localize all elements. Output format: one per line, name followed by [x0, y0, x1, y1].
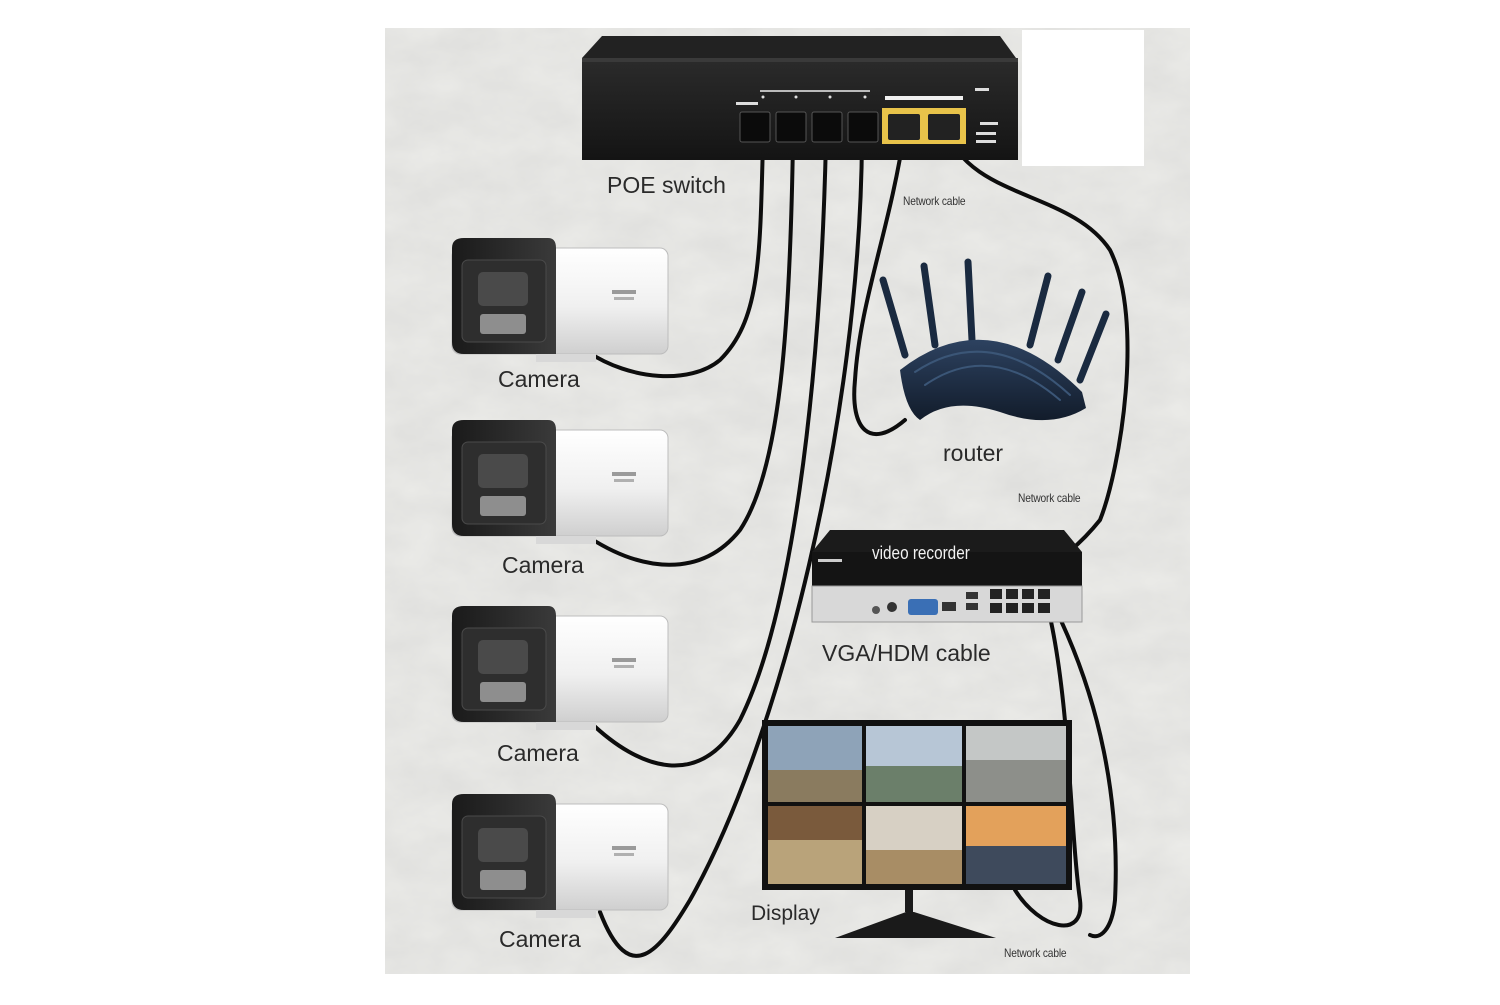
network-cable-label-bottom: Network cable [1004, 946, 1067, 960]
cable-camera-2 [588, 138, 795, 567]
camera-label-3: Camera [497, 740, 579, 766]
cable-recorder-display-2 [1053, 606, 1118, 939]
camera-4 [451, 793, 669, 919]
paper-blank-patch [1022, 30, 1144, 166]
router [879, 258, 1110, 421]
video-recorder [811, 530, 1083, 623]
poe-switch [582, 36, 1018, 160]
video-recorder-label: video recorder [872, 543, 970, 563]
cable-recorder-display [1013, 606, 1083, 928]
cable-switch-router [852, 126, 907, 437]
camera-1 [451, 237, 669, 363]
cable-camera-1 [586, 138, 765, 379]
poe-switch-label: POE switch [607, 172, 726, 198]
network-cable-label-mid: Network cable [1018, 491, 1081, 505]
router-label: router [943, 440, 1004, 466]
camera-label-4: Camera [499, 926, 581, 952]
network-cable-label-top: Network cable [903, 194, 966, 208]
camera-2 [451, 419, 669, 545]
cable-camera-3 [588, 138, 828, 768]
vga-hdm-cable-label: VGA/HDM cable [822, 640, 991, 666]
cable-camera-4 [598, 138, 864, 958]
display-monitor [762, 720, 1072, 938]
camera-label-1: Camera [498, 366, 580, 392]
camera-label-2: Camera [502, 552, 584, 578]
camera-3 [451, 605, 669, 731]
display-label: Display [751, 902, 820, 925]
monitor-feeds [768, 726, 1066, 884]
cables [586, 126, 1130, 958]
